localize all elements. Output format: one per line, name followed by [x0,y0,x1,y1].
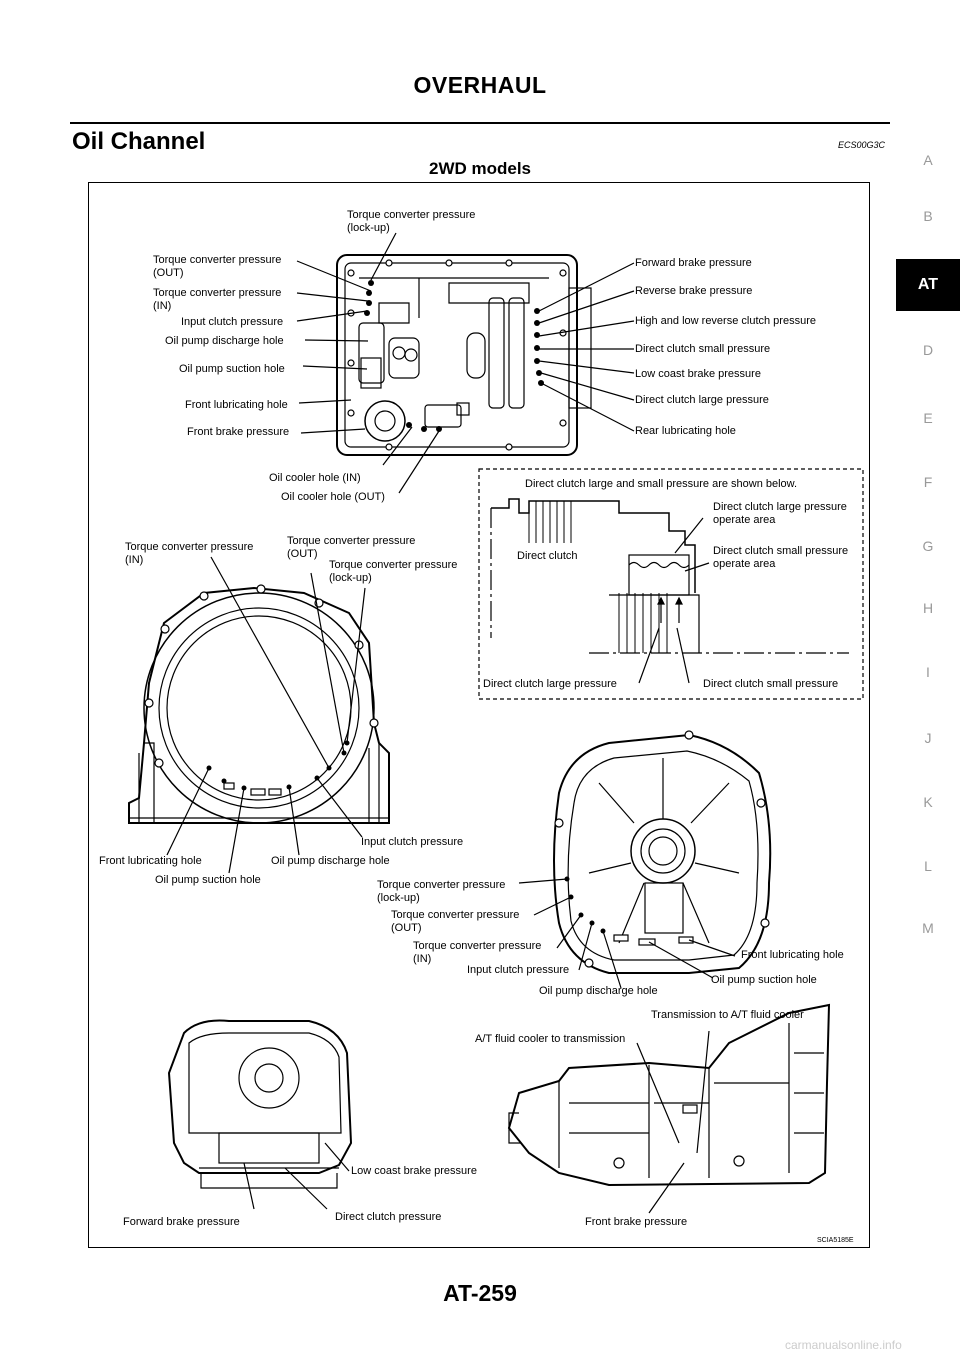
lbl-tc-out: Torque converter pressure (OUT) [153,254,282,279]
lbl-cooler-out: Oil cooler hole (OUT) [281,491,385,503]
lbl-input-clutch: Input clutch pressure [181,316,284,328]
pump-front-lub: Front lubricating hole [741,949,844,961]
bottom-low-coast: Low coast brake pressure [351,1165,477,1177]
housing-tc-lock: Torque converter pressure (lock-up) [329,559,458,584]
side-tab-d[interactable]: D [922,342,934,358]
lbl-pump-discharge: Oil pump discharge hole [165,335,284,347]
lbl-reverse-brake: Reverse brake pressure [635,285,753,297]
side-tab-h[interactable]: H [922,600,934,616]
housing-tc-out: Torque converter pressure (OUT) [287,535,416,560]
section-title: Oil Channel [72,128,206,155]
side-tab-e[interactable]: E [923,410,933,426]
inset-title: Direct clutch large and small pressure a… [525,478,798,490]
bottom-cooler-to-trans: A/T fluid cooler to transmission [475,1033,626,1045]
lbl-pump-suction: Oil pump suction hole [179,363,285,375]
lbl-low-coast: Low coast brake pressure [635,368,761,380]
pump-suction: Oil pump suction hole [711,974,817,986]
transmission-front-drawing [167,1019,353,1210]
figure-code: SCIA5185E [817,1237,854,1244]
side-tab-i[interactable]: I [926,664,930,680]
lbl-direct-large: Direct clutch large pressure [635,394,769,406]
pump-input: Input clutch pressure [467,964,570,976]
bottom-forward: Forward brake pressure [123,1216,240,1228]
lbl-cooler-in: Oil cooler hole (IN) [269,472,361,484]
side-tab-b[interactable]: B [923,208,933,224]
inset-direct-clutch: Direct clutch [517,550,578,562]
side-tab-k[interactable]: K [923,794,933,810]
bottom-front-brake: Front brake pressure [585,1216,688,1228]
side-tab-at[interactable]: AT [896,259,960,311]
figure-subtitle: 2WD models [428,159,532,178]
housing-tc-in: Torque converter pressure (IN) [125,541,254,566]
lbl-high-low-reverse: High and low reverse clutch pressure [635,315,816,327]
side-tab-index: A B AT D E F G H I J K L M [896,0,960,1358]
header-rule [70,122,890,124]
lbl-tc-lockup: Torque converter pressure (lock-up) [347,209,476,234]
watermark: carmanualsonline.info [785,1338,902,1352]
side-tab-l[interactable]: L [924,858,932,874]
inset-small-area: Direct clutch small pressure operate are… [713,545,849,570]
side-tab-m[interactable]: M [922,920,934,936]
side-tab-g[interactable]: G [922,538,934,554]
direct-clutch-inset [478,468,864,700]
housing-discharge: Oil pump discharge hole [271,855,390,867]
oil-pump-drawing [518,730,772,989]
side-tab-j[interactable]: J [924,730,932,746]
lbl-direct-small: Direct clutch small pressure [635,343,771,355]
lbl-front-brake: Front brake pressure [187,426,290,438]
page-header-title: OVERHAUL [413,72,547,98]
inset-small: Direct clutch small pressure [703,678,839,690]
housing-front-lub: Front lubricating hole [99,855,202,867]
valve-body-drawing [296,232,635,494]
transmission-side-drawing [507,1003,831,1214]
section-code: ECS00G3C [838,140,886,150]
lbl-rear-lub: Rear lubricating hole [635,425,736,437]
converter-housing-drawing [128,556,390,874]
figure-artwork [128,232,864,1214]
lbl-tc-in: Torque converter pressure (IN) [153,287,282,312]
pump-tc-in: Torque converter pressure (IN) [413,940,542,965]
housing-suction: Oil pump suction hole [155,874,261,886]
bottom-direct: Direct clutch pressure [335,1211,442,1223]
housing-input: Input clutch pressure [361,836,464,848]
pump-tc-out: Torque converter pressure (OUT) [391,909,520,934]
oil-channel-figure: Torque converter pressure (lock-up) Torq… [88,182,870,1248]
bottom-trans-to-cooler: Transmission to A/T fluid cooler [651,1009,804,1021]
pump-discharge: Oil pump discharge hole [539,985,658,997]
side-tab-a[interactable]: A [923,152,933,168]
side-tab-f[interactable]: F [923,474,933,490]
inset-large-area: Direct clutch large pressure operate are… [713,501,847,526]
lbl-forward-brake: Forward brake pressure [635,257,752,269]
page-number: AT-259 [443,1280,517,1306]
lbl-front-lub: Front lubricating hole [185,399,288,411]
pump-tc-lock: Torque converter pressure (lock-up) [377,879,506,904]
inset-large: Direct clutch large pressure [483,678,617,690]
